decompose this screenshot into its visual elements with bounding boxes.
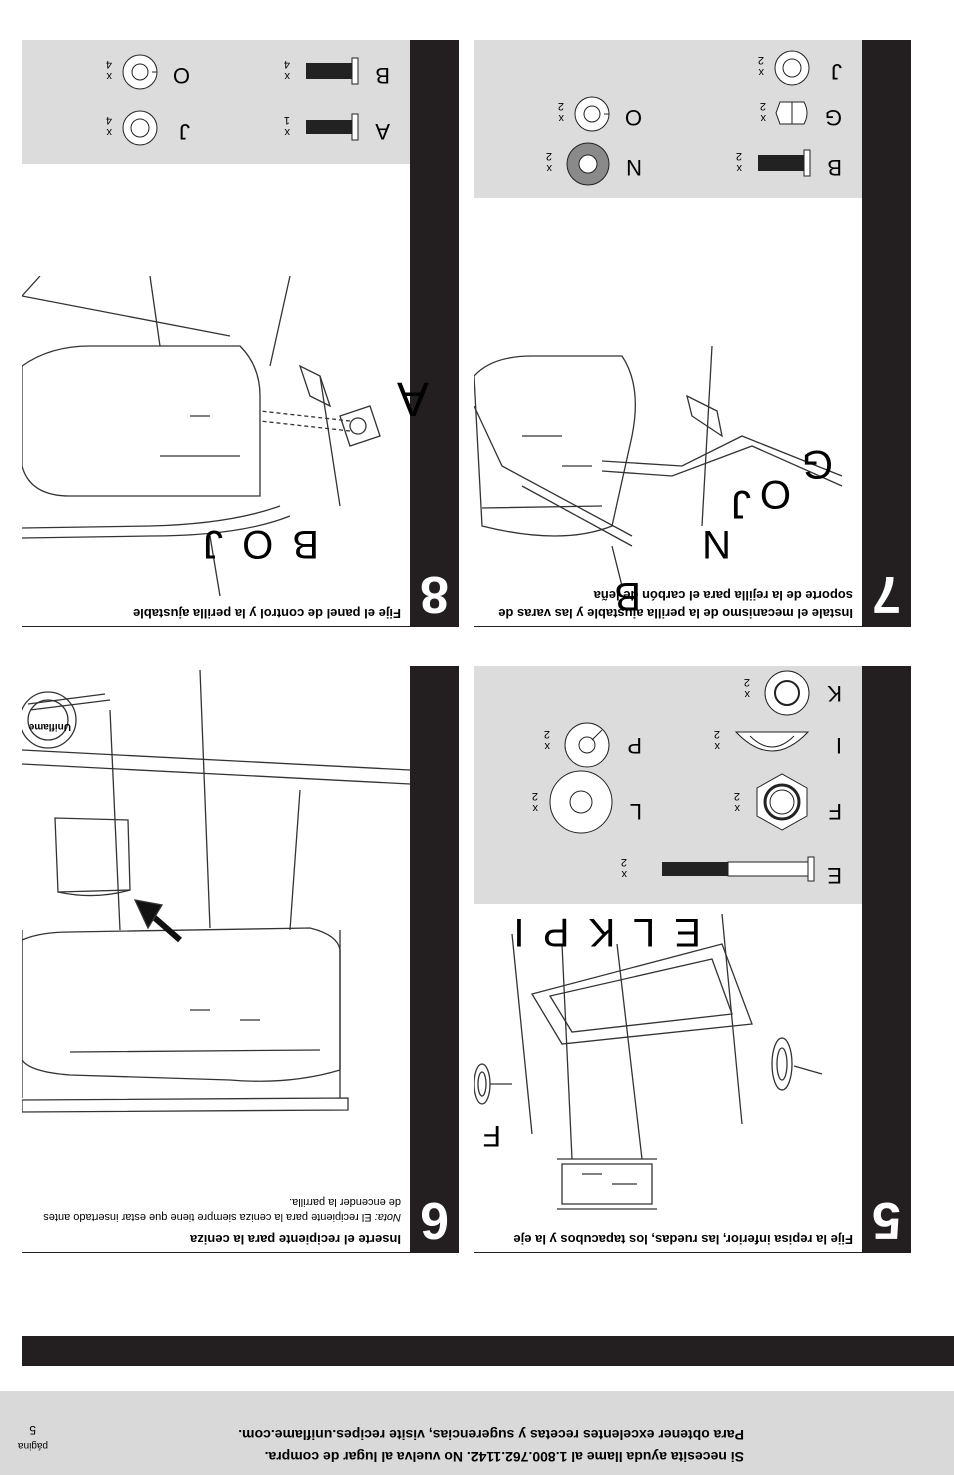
axle-icon: [662, 856, 815, 882]
part-letter: A: [375, 119, 390, 144]
lock-washer-icon: [774, 50, 810, 86]
bolt-icon: [758, 149, 811, 177]
step-title: Instale el mecanismo de la perilla ajust…: [498, 588, 853, 621]
part-qty: x 2: [733, 790, 740, 814]
callout-o: O: [238, 522, 274, 566]
part-qty: x 2: [543, 728, 550, 752]
callout-a: A: [392, 372, 429, 425]
part-qty: x 2: [531, 790, 538, 814]
step-number: 8: [420, 565, 449, 623]
control-panel-drawing: [22, 276, 381, 596]
bolt-icon: [306, 57, 359, 85]
part-qty: x 2: [545, 150, 552, 174]
callout-o: O: [755, 472, 791, 516]
step-7-panel: 7 Instale el mecanismo de la perilla aju…: [474, 40, 911, 627]
part-letter: L: [629, 799, 642, 824]
step-tab: 8: [410, 40, 459, 626]
brand-logo: Uniflame: [28, 721, 71, 732]
part-letter: B: [375, 63, 390, 88]
note-label: Nota:: [374, 1211, 401, 1223]
short-bolt-icon: [306, 113, 359, 141]
part-letter: N: [626, 155, 642, 180]
step-title: Inserte el recipiente para la ceniza: [190, 1232, 401, 1247]
split-washer-icon: [122, 54, 158, 90]
callout-b: B: [288, 522, 319, 566]
step-title: Fije el panel de control y la perilla aj…: [132, 606, 401, 621]
step-6-panel: 6 Inserte el recipiente para la ceniza N…: [22, 666, 459, 1253]
part-qty: x 2: [557, 100, 564, 124]
part-qty: x 2: [743, 676, 750, 700]
callout-letters: B O J: [199, 521, 319, 566]
spacer-icon: [566, 142, 610, 186]
hex-nut-icon: [756, 773, 808, 831]
part-letter: B: [827, 155, 842, 180]
step-number: 5: [872, 1191, 901, 1249]
parts-list: A x 1 J x 4 B x 4 O x 4: [22, 40, 410, 164]
part-letter: I: [835, 733, 842, 758]
large-washer-icon: [549, 770, 613, 834]
washer-icon: [764, 670, 810, 716]
part-qty: x 4: [283, 58, 290, 82]
part-qty: x 1: [283, 114, 290, 138]
parts-list: B x 2 N x 2 G x 2 O x 2 J x: [474, 40, 862, 198]
part-letter: F: [828, 799, 842, 824]
part-qty: x 4: [105, 114, 112, 138]
part-letter: J: [179, 119, 190, 144]
step-8-panel: 8 Fije el panel de control y la perilla …: [22, 40, 459, 627]
callout-j: J: [198, 522, 223, 566]
control-mechanism-drawing: [474, 346, 843, 586]
split-washer-icon: [574, 96, 610, 132]
recipes-line: Para obtener excelentes recetas y sugere…: [238, 1427, 744, 1443]
part-letter: G: [824, 105, 842, 130]
callout-g: G: [797, 442, 833, 486]
callout-b: B: [610, 574, 641, 618]
step-number: 7: [872, 565, 901, 623]
part-letter: K: [827, 681, 842, 706]
page-number: 5: [29, 1423, 36, 1437]
part-letter: P: [627, 733, 642, 758]
callout-letters: E L K P I: [509, 910, 701, 954]
part-letter: E: [827, 863, 842, 888]
lock-nut-icon: [775, 101, 808, 125]
part-qty: x 4: [105, 58, 112, 82]
part-qty: x 2: [757, 54, 764, 78]
footer: Si necesita ayuda llame al 1.800.762.114…: [0, 1391, 954, 1475]
note-text: El recipiente para la ceniza siempre tie…: [43, 1196, 401, 1223]
part-qty: x 2: [713, 728, 720, 752]
step-tab: 7: [862, 40, 911, 626]
part-qty: x 2: [620, 856, 627, 880]
cotter-pin-icon: [564, 722, 610, 768]
part-qty: x 2: [759, 100, 766, 124]
callout-n: N: [698, 522, 731, 566]
part-letter: J: [831, 59, 842, 84]
step-tab: 5: [862, 666, 911, 1252]
ash-pan-drawing: [22, 670, 410, 1113]
bottom-shelf-wheels-drawing: [474, 913, 823, 1210]
help-line: Si necesita ayuda llame al 1.800.762.114…: [264, 1449, 744, 1465]
lock-washer-icon: [122, 110, 158, 146]
parts-list: E x 2 F x 2 L x 2 I x 2 P x: [474, 666, 862, 904]
callout-letter-f: F: [478, 1119, 501, 1152]
divider-bar: [22, 1336, 954, 1366]
part-letter: O: [624, 105, 642, 130]
step-5-panel: 5 Fije la repisa inferior, las ruedas, l…: [474, 666, 911, 1253]
part-qty: x 2: [735, 150, 742, 174]
part-letter: O: [172, 63, 190, 88]
step-tab: 6: [410, 666, 459, 1252]
page-label: página: [17, 1440, 48, 1451]
step-note: Nota: El recipiente para la ceniza siemp…: [31, 1194, 401, 1224]
hubcap-icon: [734, 731, 810, 752]
step-number: 6: [420, 1191, 449, 1249]
callout-j: J: [727, 482, 751, 526]
